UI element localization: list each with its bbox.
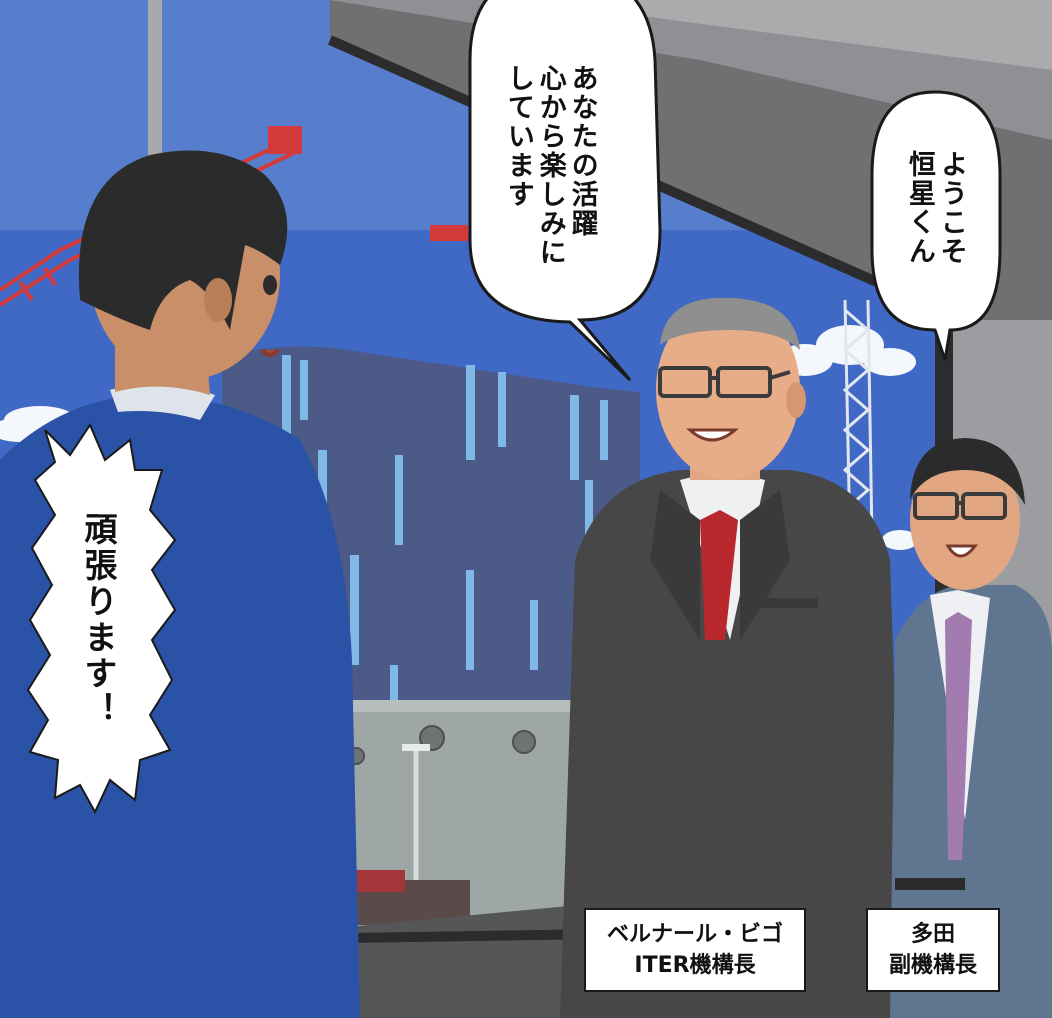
bigot-character <box>560 297 905 1018</box>
speech-balloon-bigot-text: あなたの活躍 心から楽しみに しています <box>502 64 598 267</box>
caption-tada-title: 副機構長 <box>888 952 977 978</box>
caption-tada: 多田 副機構長 <box>866 908 1000 992</box>
shout-balloon-kosei <box>26 422 177 815</box>
shout-balloon-kosei-text: 頑張ります！ <box>78 512 118 728</box>
caption-bigot: ベルナール・ビゴ ITER機構長 <box>584 908 806 992</box>
caption-bigot-name: ベルナール・ビゴ <box>606 922 783 947</box>
speech-balloon-bigot <box>468 0 662 382</box>
caption-bigot-title: ITER機構長 <box>634 952 756 978</box>
speech-balloon-tada <box>870 90 1002 361</box>
caption-tada-name: 多田 <box>910 922 955 947</box>
speech-balloon-tada-text: ようこそ 恒星くん <box>903 150 967 266</box>
